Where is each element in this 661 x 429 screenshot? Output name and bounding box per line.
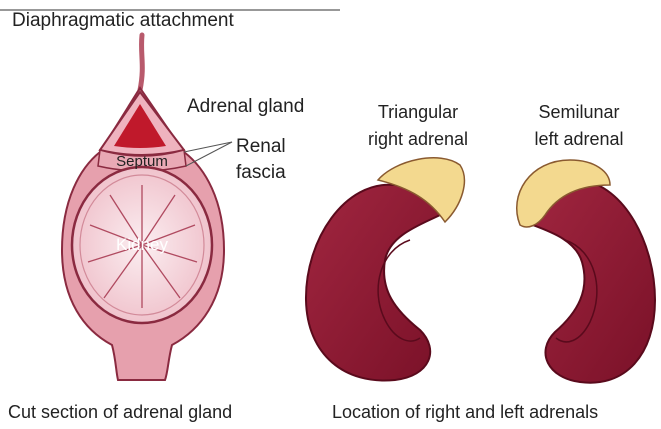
label-renal: Renal — [236, 136, 286, 157]
label-left-adrenal: left adrenal — [534, 129, 623, 149]
label-adrenal-gland: Adrenal gland — [187, 96, 304, 117]
left-kidney-illustration — [517, 160, 655, 383]
right-kidney-illustration — [306, 158, 464, 381]
label-septum: Septum — [116, 153, 168, 170]
label-fascia: fascia — [236, 162, 286, 183]
caption-cut-section: Cut section of adrenal gland — [8, 402, 232, 422]
label-triangular: Triangular — [378, 102, 458, 122]
diaphragmatic-cord — [140, 35, 142, 90]
fascia-pointer-1 — [184, 142, 232, 152]
label-right-adrenal: right adrenal — [368, 129, 468, 149]
label-diaphragmatic-attachment: Diaphragmatic attachment — [12, 10, 234, 31]
right-kidney — [306, 185, 441, 381]
fascia-pointer-2 — [186, 142, 232, 166]
label-semilunar: Semilunar — [538, 102, 619, 122]
caption-location: Location of right and left adrenals — [332, 402, 598, 422]
cut-section-illustration — [62, 35, 232, 380]
label-kidney: Kidney — [116, 235, 168, 254]
